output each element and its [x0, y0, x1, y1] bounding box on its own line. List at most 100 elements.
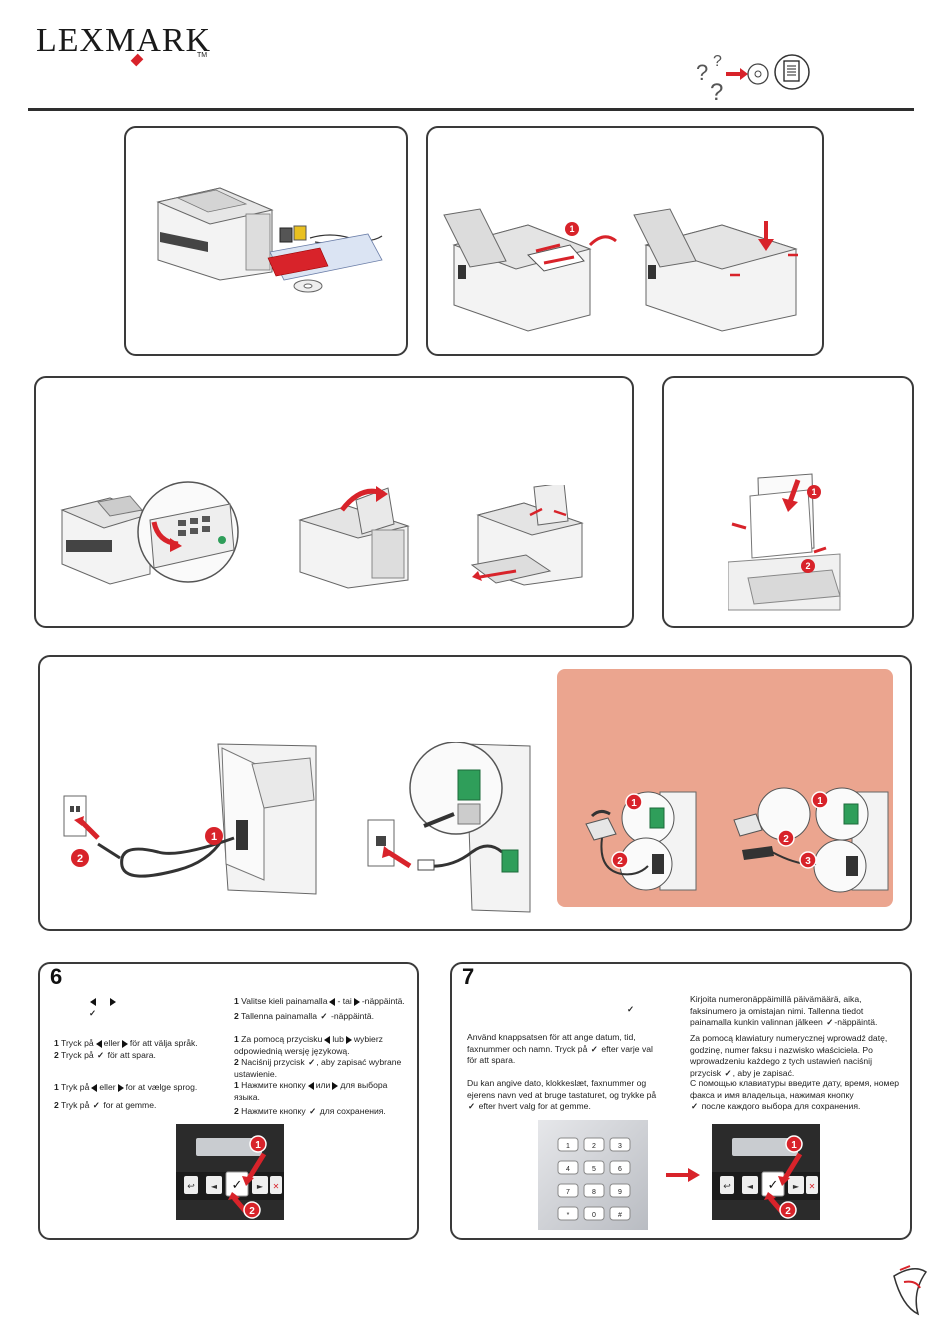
connect-phone-line-illustration — [367, 742, 531, 913]
help-resources-icon: ? ? ? — [696, 53, 810, 103]
right-arrow-icon — [332, 1081, 339, 1090]
svg-text:2: 2 — [617, 856, 623, 867]
red-arrow-icon — [726, 68, 748, 80]
connect-power-illustration: 1 2 — [63, 743, 317, 895]
keypad-key — [583, 1160, 605, 1175]
callout-1 — [565, 222, 579, 236]
keypad-key — [557, 1183, 579, 1198]
checkmark-icon: ✓ — [97, 1049, 105, 1060]
callout-2 — [777, 829, 795, 847]
svg-text:✕: ✕ — [809, 1182, 816, 1191]
cd-icon — [747, 63, 769, 85]
document-icon — [783, 60, 800, 82]
keypad-key-label: 2 — [592, 1143, 596, 1150]
keypad-key — [557, 1206, 579, 1221]
keypad-key — [557, 1137, 579, 1152]
checkmark-icon: ✓ — [89, 1007, 97, 1018]
svg-text:2: 2 — [249, 1206, 255, 1217]
step-number: 6 — [50, 964, 63, 989]
svg-text:✕: ✕ — [273, 1182, 280, 1191]
keypad-key-label: 3 — [618, 1143, 622, 1150]
checkmark-icon: ✓ — [691, 1101, 699, 1111]
step6-header-icons: ✓ — [88, 996, 118, 1019]
callout-2 — [801, 559, 815, 573]
right-arrow-icon — [121, 1039, 128, 1048]
question-marks-icon: ? — [696, 60, 708, 85]
right-arrow-icon — [110, 997, 116, 1006]
left-arrow-icon — [91, 1083, 98, 1092]
callout-1 — [811, 791, 829, 809]
callout-1 — [625, 793, 643, 811]
svg-text:◄: ◄ — [747, 1182, 754, 1191]
step7-swedish: Använd knappsatsen för att ange datum, t… — [467, 1032, 653, 1065]
keypad-key — [583, 1137, 605, 1152]
keypad-key — [609, 1206, 631, 1221]
logo-trademark: TM — [197, 52, 208, 59]
keypad-key-label: 8 — [592, 1189, 596, 1196]
svg-text:1: 1 — [631, 798, 637, 809]
svg-text:3: 3 — [805, 856, 811, 867]
checkmark-icon: ✓ — [308, 1057, 316, 1067]
panel-step-7-fax-setup — [450, 962, 912, 1240]
svg-text:2: 2 — [77, 853, 83, 865]
svg-text:2: 2 — [785, 1206, 791, 1217]
right-arrow-icon — [345, 1035, 352, 1044]
svg-text:2: 2 — [783, 834, 789, 845]
svg-text:►: ► — [257, 1182, 264, 1191]
keypad-key — [583, 1206, 605, 1221]
step7-polish: Za pomocą klawiatury numerycznej wprowad… — [690, 1033, 888, 1078]
box-contents-illustration — [156, 187, 383, 293]
keypad-key — [583, 1183, 605, 1198]
svg-text:1: 1 — [211, 831, 217, 843]
left-arrow-icon — [90, 997, 96, 1006]
remove-packing-illustration: 1 — [443, 208, 798, 332]
left-arrow-icon — [329, 997, 336, 1006]
left-arrow-icon — [307, 1081, 314, 1090]
callout-1 — [249, 1135, 267, 1153]
keypad-key-label: * — [567, 1212, 570, 1219]
svg-text:1: 1 — [791, 1140, 797, 1151]
step7-danish: Du kan angive dato, klokkeslæt, faxnumme… — [467, 1078, 657, 1111]
lexmark-logo: LEXMARK — [36, 22, 212, 59]
raise-control-panel-illustration — [60, 481, 239, 585]
svg-text:◄: ◄ — [211, 1182, 218, 1191]
checkmark-icon: ✓ — [320, 1010, 328, 1021]
step7-checkmark: ✓ — [626, 1004, 635, 1016]
page-curl-icon — [893, 1265, 928, 1316]
svg-text:1: 1 — [569, 224, 574, 234]
step-number: 7 — [462, 964, 475, 989]
keypad-key-label: 4 — [566, 1166, 570, 1173]
right-arrow-icon — [353, 997, 360, 1006]
svg-text:↩: ↩ — [187, 1182, 195, 1192]
checkmark-icon: ✓ — [627, 1004, 635, 1014]
next-arrow-icon — [666, 1168, 700, 1182]
callout-1 — [205, 827, 223, 845]
right-arrow-icon — [117, 1083, 124, 1092]
callout-3 — [799, 851, 817, 869]
svg-text:?: ? — [710, 79, 723, 103]
keypad-key — [609, 1183, 631, 1198]
checkmark-icon: ✓ — [826, 1017, 834, 1027]
svg-text:✓: ✓ — [768, 1178, 779, 1193]
left-arrow-icon — [95, 1039, 102, 1048]
keypad-key — [609, 1160, 631, 1175]
keypad-key-label: 5 — [592, 1166, 596, 1173]
left-arrow-icon — [324, 1035, 331, 1044]
control-panel-photo-step7: ↩ ◄ ✓ ► ✕ 1 2 — [712, 1124, 820, 1220]
control-panel-photo-step6: ↩ ◄ ✓ ► ✕ 1 2 — [176, 1124, 284, 1220]
svg-text:►: ► — [793, 1182, 800, 1191]
keypad-key — [557, 1160, 579, 1175]
step7-russian: С помощью клавиатуры введите дату, время… — [690, 1078, 900, 1111]
callout-2 — [71, 849, 89, 867]
step7-finnish: Kirjoita numeronäppäimillä päivämäärä, a… — [690, 994, 878, 1027]
keypad-key-label: # — [618, 1212, 622, 1219]
extend-exit-tray-illustration — [470, 485, 584, 586]
callout-2 — [243, 1201, 261, 1219]
checkmark-icon: ✓ — [468, 1101, 476, 1111]
